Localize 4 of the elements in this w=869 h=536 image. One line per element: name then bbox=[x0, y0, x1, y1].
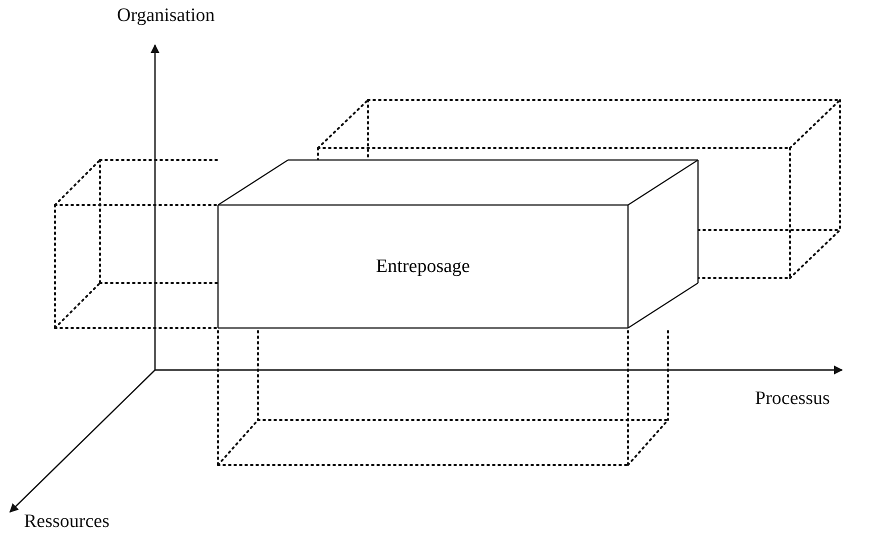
axis-label: Processus bbox=[755, 389, 830, 408]
axis-label: Ressources bbox=[24, 512, 110, 531]
axis-label: Organisation bbox=[117, 6, 215, 25]
cuboid-label: Entreposage bbox=[376, 256, 470, 278]
